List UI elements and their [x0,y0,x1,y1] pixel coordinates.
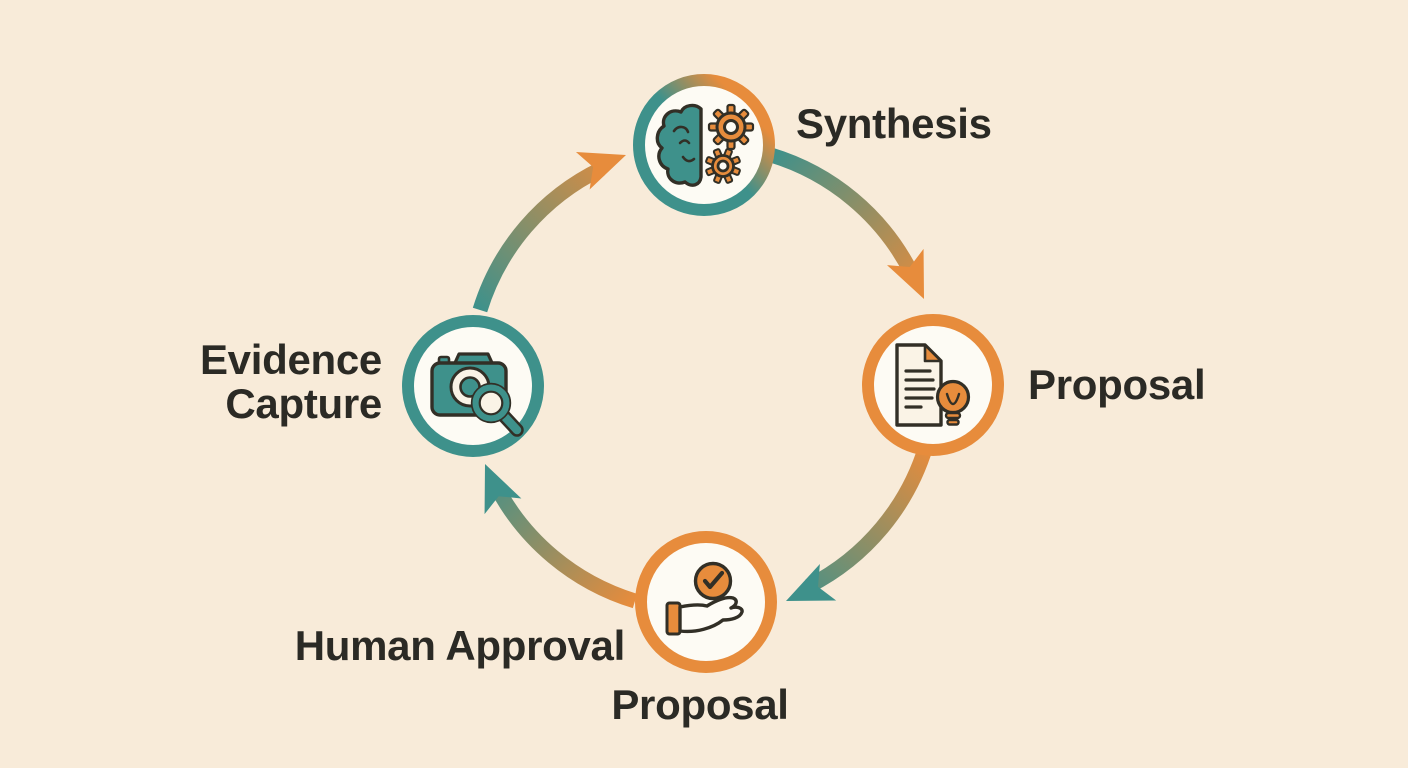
label-synthesis: Synthesis [796,100,992,147]
document-text-lines [904,369,936,409]
node-human-approval [635,531,777,673]
hand-check-icon [665,561,744,636]
camera-magnifier-icon [430,352,524,437]
node-synthesis [633,74,775,216]
label-evidence-capture: Evidence Capture [199,336,382,428]
brain-fold-line [672,125,690,134]
magnifier [470,382,524,437]
edge-synthesis-to-proposal [768,147,918,276]
brain-half [655,103,703,187]
node-evidence-capture [402,315,544,457]
gear-large [707,103,755,151]
brain-smile-line [681,155,696,163]
brain-eye-line [678,139,691,145]
label-proposal: Proposal [1028,361,1206,408]
edge-approval-to-evidence [488,480,638,609]
edge-evidence-to-synthesis [472,162,605,313]
label-approval-sublabel: Proposal [611,681,789,728]
approval-ring [635,531,777,673]
brain-gears-icon [655,103,755,187]
node-proposal [862,314,1004,456]
gear-small [705,148,741,184]
edge-proposal-to-approval [805,443,934,593]
hand-cuff [665,601,682,636]
checkmark [702,570,725,590]
cycle-edges [466,136,943,620]
label-human-approval: Human Approval [294,622,626,669]
lightbulb [935,379,971,426]
open-hand [678,595,744,634]
document-fold [923,343,943,363]
document-lightbulb-icon [895,343,971,427]
